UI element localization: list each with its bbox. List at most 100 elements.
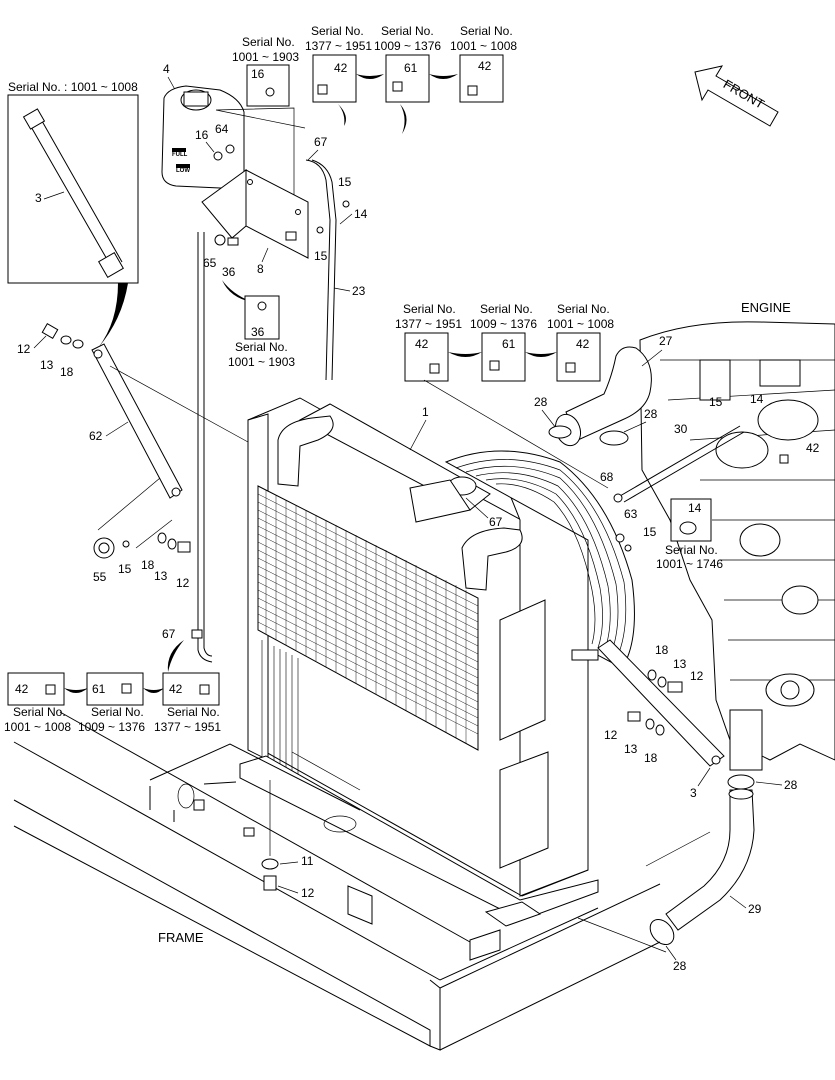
callout-14-engine: 14 [750, 392, 764, 406]
radiator-mesh [257, 490, 479, 744]
callout-28-d: 28 [673, 959, 687, 973]
reservoir-tank: 4 FULL LOW [161, 62, 245, 189]
top-box2-callout: 61 [404, 61, 418, 75]
callout-12-a: 12 [17, 342, 31, 356]
serial-box-bottom-42-b: 42 Serial No. 1377 ~ 1951 [154, 672, 221, 734]
serial-box-mid-42-b: Serial No. 1001 ~ 1008 42 [547, 302, 614, 382]
callout-12-b: 12 [176, 576, 190, 590]
front-arrow: FRONT [694, 65, 779, 127]
callout-65: 65 [203, 256, 217, 270]
callout-15-fan: 15 [643, 525, 657, 539]
box36-serial: Serial No. [235, 340, 288, 354]
callout-3-inset: 3 [35, 191, 42, 205]
callout-8: 8 [257, 262, 264, 276]
callout-4: 4 [163, 62, 170, 76]
lower-hose-29 [649, 774, 755, 946]
engine-label: ENGINE [741, 300, 791, 315]
callout-30: 30 [674, 422, 688, 436]
callout-14-top: 14 [354, 207, 368, 221]
callout-15-engine: 15 [709, 395, 723, 409]
callout-15-top: 15 [338, 175, 352, 189]
serial-inset-label: Serial No. : 1001 ~ 1008 [8, 80, 138, 94]
serial-box-14: 14 Serial No. 1001 ~ 1746 [656, 498, 723, 571]
tank-low-text: LOW [176, 168, 190, 174]
upper-hose-27 [554, 346, 652, 447]
frame-label: FRAME [158, 930, 204, 945]
callout-13-c: 13 [673, 657, 687, 671]
callout-67-left: 67 [162, 627, 176, 641]
box36-range: 1001 ~ 1903 [228, 355, 295, 369]
callout-28-a: 28 [534, 395, 548, 409]
bot-box1-serial: Serial No. [13, 705, 66, 719]
callout-29: 29 [748, 902, 762, 916]
serial-box-mid-42-a: Serial No. 1377 ~ 1951 42 [395, 302, 462, 382]
serial-box-top-61: Serial No. 1009 ~ 1376 61 [374, 24, 441, 103]
bot-box2-range: 1009 ~ 1376 [78, 720, 145, 734]
box36-callout: 36 [251, 325, 265, 339]
callout-15-mid: 15 [314, 249, 328, 263]
mid-box2-range: 1009 ~ 1376 [470, 317, 537, 331]
top-box2-range: 1009 ~ 1376 [374, 39, 441, 53]
callout-12-e: 12 [301, 886, 315, 900]
box14-callout: 14 [688, 501, 702, 515]
mid-box1-range: 1377 ~ 1951 [395, 317, 462, 331]
mid-box2-serial: Serial No. [480, 302, 533, 316]
callout-18-a: 18 [60, 365, 74, 379]
callout-13-d: 13 [624, 742, 638, 756]
oil-cooler-fins [261, 640, 299, 780]
machine-frame [13, 711, 661, 1051]
top-box3-serial: Serial No. [460, 24, 513, 38]
callout-23: 23 [352, 284, 366, 298]
callout-42-engine: 42 [806, 441, 820, 455]
bot-box2-serial: Serial No. [91, 705, 144, 719]
mid-box1-callout: 42 [415, 337, 429, 351]
top-box2-serial: Serial No. [381, 24, 434, 38]
tank-bracket [201, 169, 309, 259]
top-box1-callout: 42 [334, 61, 348, 75]
callout-63: 63 [624, 507, 638, 521]
callout-28-b: 28 [644, 407, 658, 421]
callout-36-a: 36 [222, 265, 236, 279]
callout-62: 62 [89, 429, 103, 443]
serial-box-top-42-a: Serial No. 1377 ~ 1951 42 [305, 24, 372, 103]
box16-serial: Serial No. [242, 35, 295, 49]
bot-box1-range: 1001 ~ 1008 [4, 720, 71, 734]
mid-box2-callout: 61 [502, 337, 516, 351]
top-box1-range: 1377 ~ 1951 [305, 39, 372, 53]
serial-box-bottom-61: 61 Serial No. 1009 ~ 1376 [78, 672, 145, 734]
callout-18-b: 18 [141, 558, 155, 572]
bot-box2-callout: 61 [92, 682, 106, 696]
box14-serial: Serial No. [665, 543, 718, 557]
callout-11: 11 [301, 854, 314, 868]
radiator-assembly [239, 397, 599, 927]
serial-box-bottom-42-a: 42 Serial No. 1001 ~ 1008 [4, 672, 71, 734]
callout-13-b: 13 [154, 569, 168, 583]
callout-13-a: 13 [40, 358, 54, 372]
callout-55: 55 [93, 570, 107, 584]
top-box3-range: 1001 ~ 1008 [450, 39, 517, 53]
callout-67-top: 67 [314, 135, 328, 149]
serial-box-mid-61: Serial No. 1009 ~ 1376 61 [470, 302, 537, 382]
mid-box3-serial: Serial No. [557, 302, 610, 316]
callout-18-d: 18 [644, 751, 658, 765]
mid-box1-serial: Serial No. [403, 302, 456, 316]
callout-12-d: 12 [604, 728, 618, 742]
box16-callout: 16 [251, 67, 265, 81]
tank-full-text: FULL [172, 152, 188, 158]
callout-67-mid: 67 [489, 515, 503, 529]
bot-box3-range: 1377 ~ 1951 [154, 720, 221, 734]
stay-rod-3 [571, 639, 725, 767]
bot-box3-serial: Serial No. [167, 705, 220, 719]
callout-28-c: 28 [784, 778, 798, 792]
mid-box3-callout: 42 [576, 337, 590, 351]
callout-3-right: 3 [690, 786, 697, 800]
top-box3-callout: 42 [478, 59, 492, 73]
fan-shroud [444, 450, 635, 669]
serial-box-16: Serial No. 1001 ~ 1903 16 [232, 35, 299, 107]
callout-64: 64 [215, 122, 229, 136]
top-box1-serial: Serial No. [311, 24, 364, 38]
bot-box3-callout: 42 [169, 682, 183, 696]
engine-block [639, 321, 835, 771]
box14-range: 1001 ~ 1746 [656, 557, 723, 571]
